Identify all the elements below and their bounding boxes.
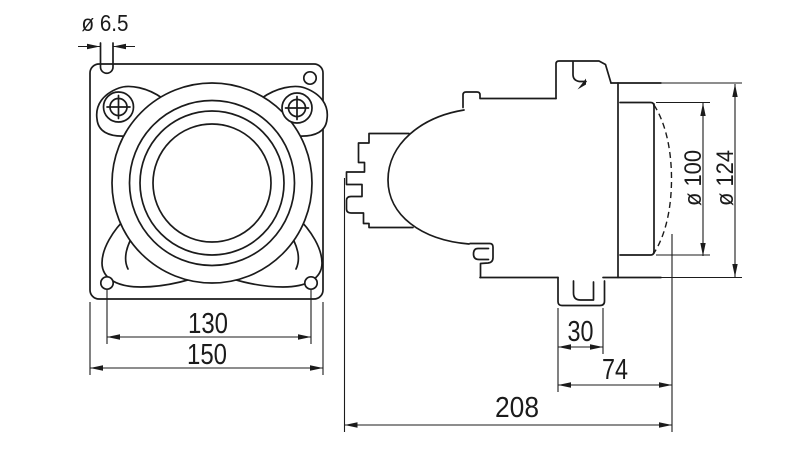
arrowhead (558, 382, 571, 388)
dim-label-bracket-width: 30 (568, 316, 594, 348)
dim-label-slot-diameter: ø 6.5 (82, 10, 129, 36)
arrowhead (732, 264, 738, 277)
lens-glass-top (619, 101, 655, 107)
adjustment-screw-left (102, 91, 135, 123)
ext-lines-150 (89, 302, 324, 375)
dim-slot-diameter: ø 6.5 (78, 10, 135, 50)
arrowhead (113, 43, 126, 50)
dome-bottom-tab-outline (469, 242, 494, 279)
side-view (345, 60, 673, 307)
dome-bottom-tab-inner (472, 247, 490, 261)
lens-glass-bottom (619, 250, 655, 256)
bezel-ring-2 (128, 99, 296, 267)
mount-hole-bottom-right (303, 275, 319, 291)
arrowhead (732, 84, 738, 97)
body-top-edge (462, 91, 557, 109)
arrowhead (700, 243, 706, 256)
dim-bracket-width: 30 (557, 308, 604, 392)
arrowhead (659, 422, 672, 428)
arrowhead (90, 365, 103, 371)
arrowhead (590, 344, 603, 350)
arrowhead (298, 334, 311, 340)
mount-hook-top-outline (555, 60, 612, 100)
dim-label-hole-spacing: 130 (188, 308, 228, 340)
arrowhead (87, 43, 100, 50)
screw-cross-left-icon (106, 94, 131, 120)
mount-hole-bottom-left (99, 275, 115, 291)
mount-bracket-bottom-outline (557, 276, 606, 307)
mount-hook-top-tip (577, 78, 586, 90)
bezel-outer-ring (111, 82, 313, 284)
ext-lines-124 (661, 82, 742, 279)
bezel-ring-3 (139, 110, 285, 256)
arrowhead (310, 365, 323, 371)
ext-lines-100 (656, 101, 710, 256)
arrowhead (558, 344, 571, 350)
dim-label-bracket-to-lens: 74 (602, 354, 628, 386)
mount-hook-top-inner (572, 61, 587, 83)
rear-connector-outline (345, 132, 414, 229)
dim-label-flange-width: 150 (187, 339, 227, 371)
dim-total-depth: 208 (343, 178, 672, 432)
arrowhead (700, 103, 706, 116)
mount-hole-top-right (302, 70, 318, 86)
arrowhead (659, 382, 672, 388)
mount-bracket-bottom-inner (572, 280, 595, 301)
dim-label-lens-diameter: ø 100 (680, 150, 707, 206)
dim-label-total-depth: 208 (495, 392, 539, 424)
dim-hole-spacing: 130 (106, 290, 312, 344)
dim-lens-diameter: ø 100 (656, 101, 710, 256)
ext-lines-30 (557, 308, 604, 392)
front-view (89, 42, 329, 300)
arrowhead (344, 422, 358, 428)
reflector-dome-curve (387, 109, 470, 245)
dim-label-bezel-diameter: ø 124 (712, 150, 739, 206)
dim-bracket-to-lens: 74 (558, 234, 673, 432)
dim-flange-width: 150 (89, 302, 324, 375)
dimensions: ø 6.5 130 150 30 (78, 10, 742, 432)
adjustment-screw-right (281, 92, 313, 124)
dim-bezel-diameter: ø 124 (661, 82, 742, 279)
arrowhead (107, 334, 120, 340)
screw-cross-right-icon (284, 95, 310, 121)
ext-lines-130 (106, 290, 312, 344)
lens-bulge-hidden-line (653, 104, 673, 254)
lens-opening-circle (152, 123, 272, 243)
